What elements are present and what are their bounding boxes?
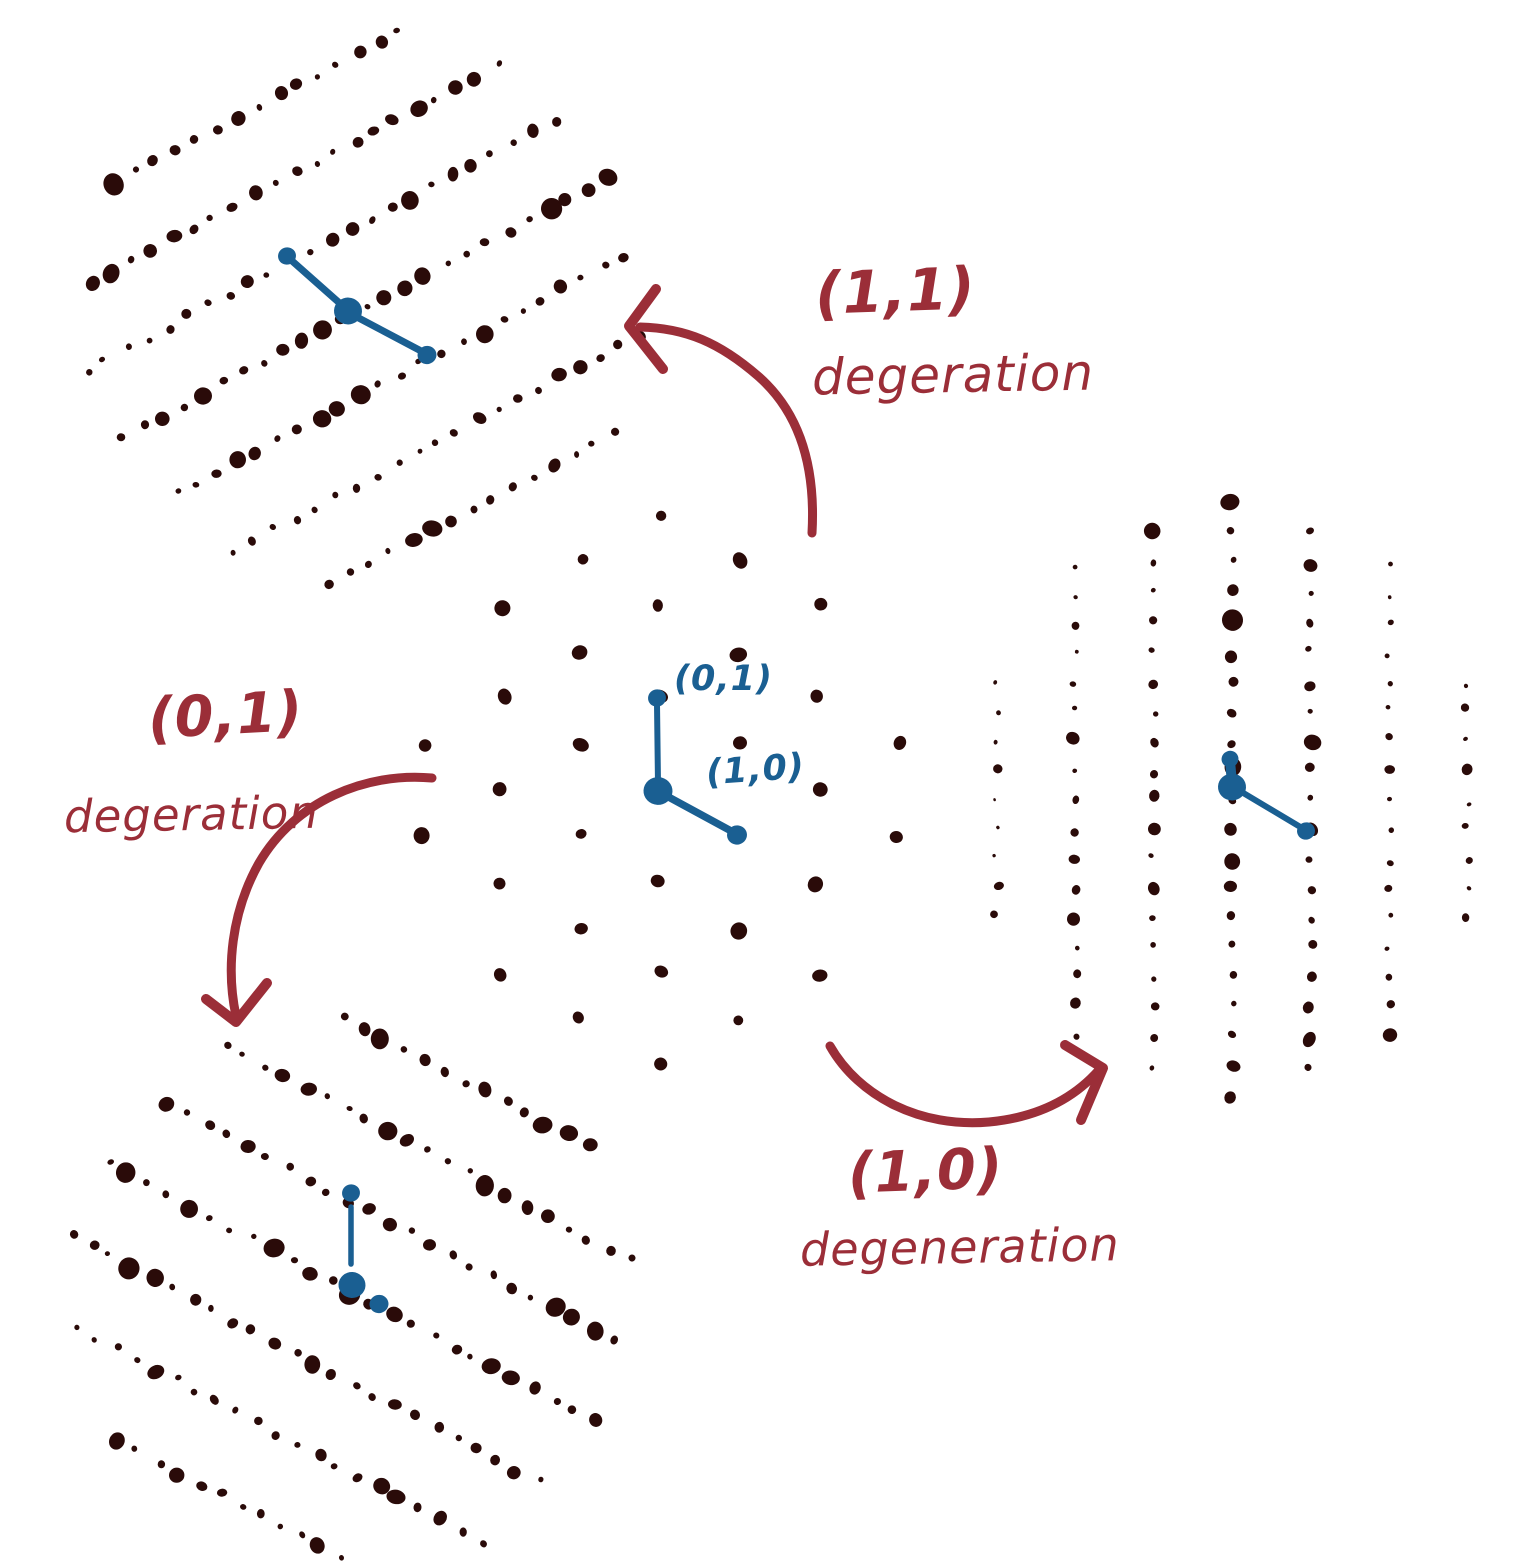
- blue-lattice-point: [334, 297, 362, 325]
- blue-lattice-point: [338, 1272, 366, 1298]
- label-11-vector: (1,1): [813, 254, 977, 328]
- lattice-right-degenerate-10: [990, 493, 1473, 1104]
- blue-basis-top-left-degenerate-11: [278, 247, 437, 365]
- blue-lattice-point: [1297, 822, 1315, 840]
- arrow-0-1-degeneration-shaft: [226, 772, 437, 1021]
- arrow-0-1-degeneration: [201, 772, 437, 1027]
- blue-basis-center-hexagonal: [643, 689, 747, 845]
- lattice-bottom-left-degenerate-01: [69, 1012, 636, 1561]
- blue-basis-right-degenerate-10: [1218, 750, 1315, 840]
- blue-lattice-point: [278, 247, 296, 265]
- lattice-center-hexagonal: [413, 510, 907, 1071]
- label-11-word: degeration: [811, 343, 1095, 407]
- blue-lattice-point: [369, 1294, 389, 1314]
- lattice-top-left-degenerate-11: [85, 27, 646, 590]
- blue-basis-bottom-left-degenerate-01: [338, 1184, 389, 1314]
- arrow-1-0-degeneration: [825, 1040, 1108, 1128]
- arrow-1-1-degeneration-shaft: [635, 322, 818, 538]
- blue-lattice-point: [727, 825, 747, 845]
- blue-lattice-point: [1218, 773, 1246, 801]
- blue-lattice-point: [417, 345, 437, 365]
- label-01-word: degeration: [63, 785, 320, 844]
- blue-lattice-point: [643, 777, 673, 805]
- label-10-word: degeneration: [799, 1217, 1121, 1277]
- arrow-1-0-degeneration-head: [1060, 1040, 1108, 1125]
- arrow-0-1-degeneration-head: [201, 978, 272, 1027]
- basis-label-10: (1,0): [704, 746, 807, 794]
- arrow-1-1-degeneration: [624, 284, 818, 538]
- blue-lattice-point: [1221, 750, 1239, 768]
- arrow-1-1-degeneration-head: [624, 284, 668, 374]
- blue-lattice-point: [648, 689, 666, 707]
- label-10-vector: (1,0): [846, 1136, 1005, 1207]
- basis-label-01: (0,1): [674, 659, 773, 699]
- arrow-1-0-degeneration-shaft: [825, 1041, 1104, 1128]
- label-01-vector: (0,1): [146, 678, 305, 753]
- blue-lattice-point: [342, 1184, 360, 1202]
